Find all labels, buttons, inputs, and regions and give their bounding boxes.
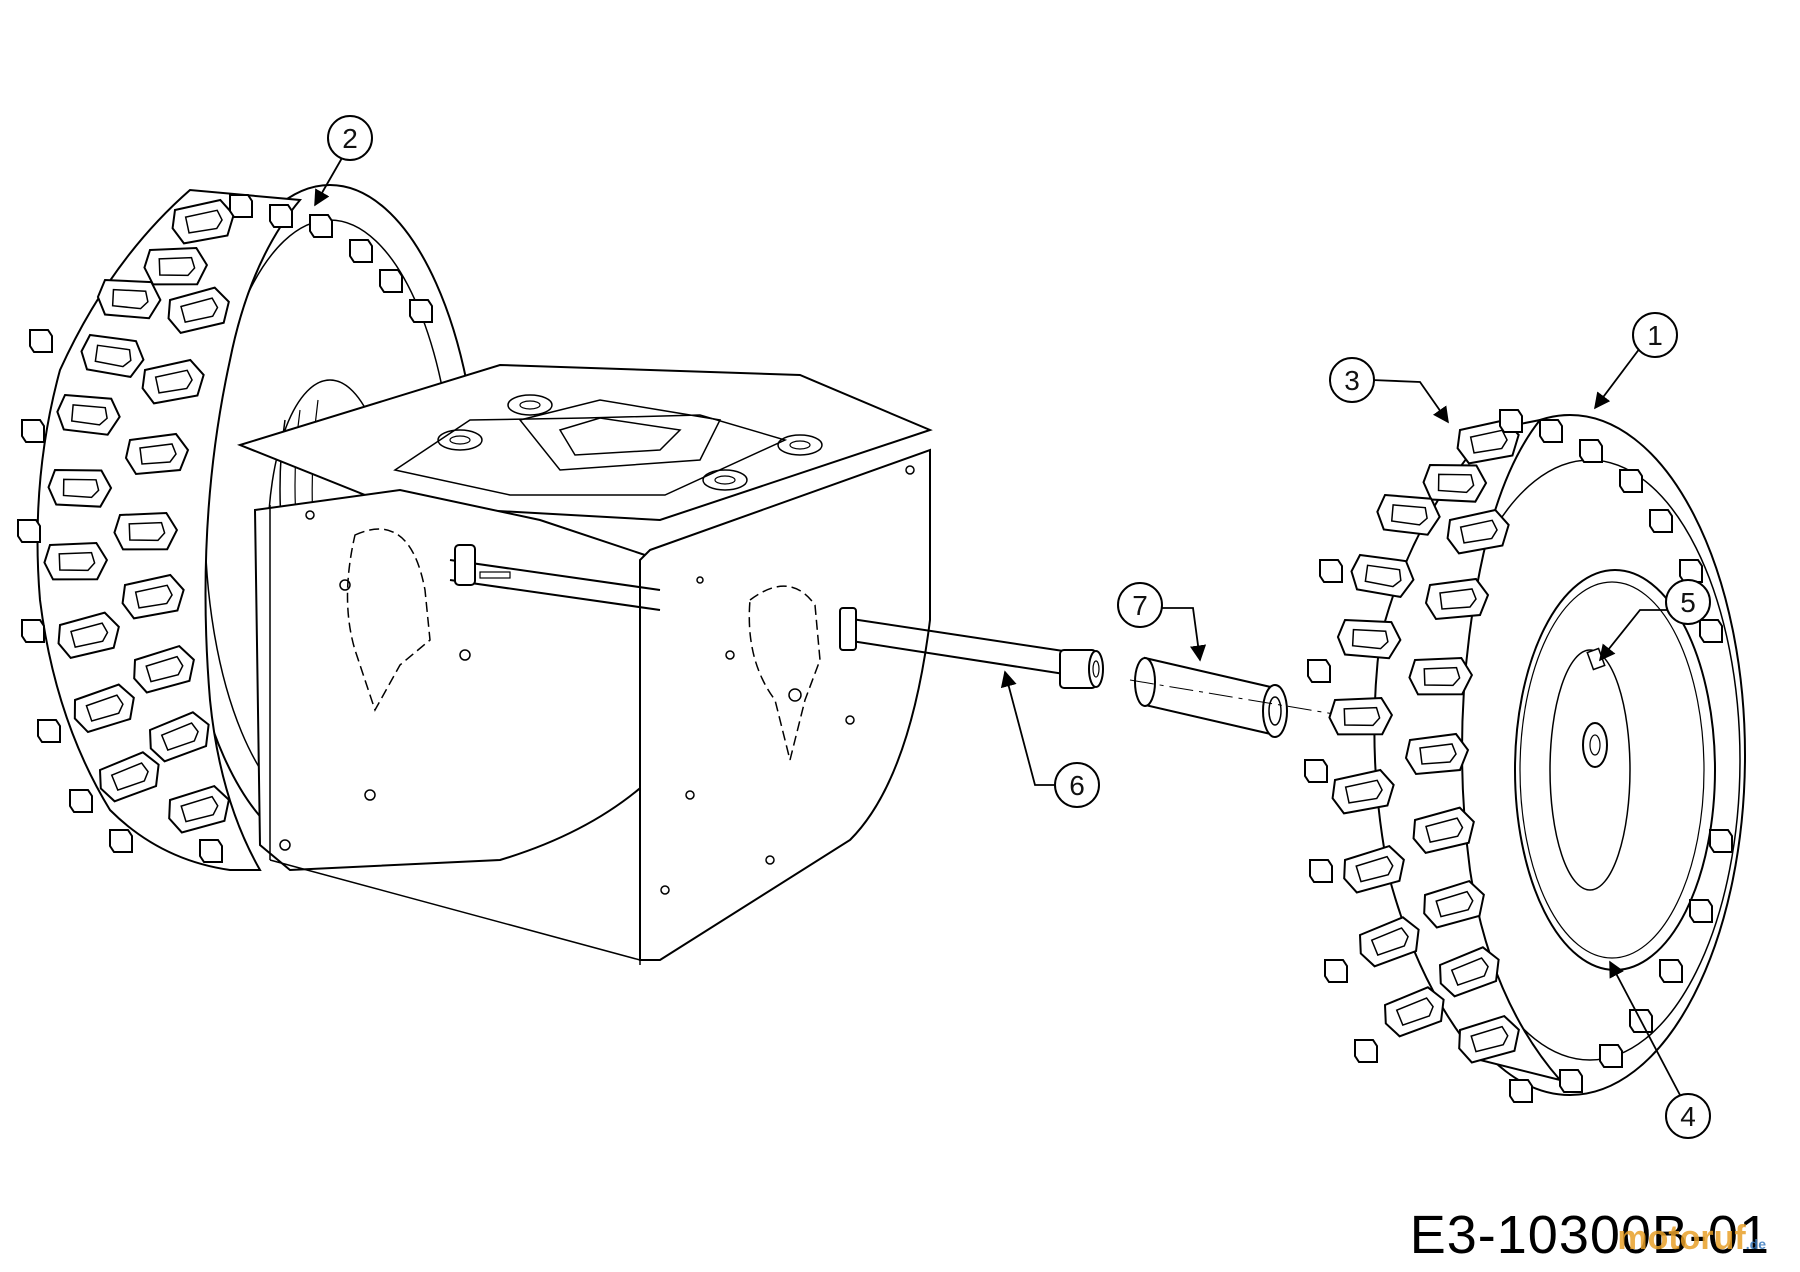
right-wheel: [1304, 409, 1746, 1103]
callout-3: 3: [1329, 357, 1449, 424]
callout-2-label: 2: [342, 123, 358, 154]
callout-5-label: 5: [1680, 587, 1696, 618]
watermark-logo: motoruf.de: [1617, 1219, 1766, 1258]
callout-4-label: 4: [1680, 1101, 1696, 1132]
callout-6: 6: [1000, 670, 1100, 808]
axle-shaft: [449, 544, 1104, 689]
callout-4: 4: [1609, 960, 1711, 1139]
callout-2: 2: [314, 115, 373, 207]
watermark-tld: .de: [1745, 1236, 1766, 1252]
callout-5: 5: [1598, 579, 1711, 662]
spacer-tube: [1129, 656, 1731, 781]
callout-6-label: 6: [1069, 770, 1085, 801]
callout-7-label: 7: [1132, 590, 1148, 621]
callout-1-label: 1: [1647, 320, 1663, 351]
callout-3-label: 3: [1344, 365, 1360, 396]
callout-7: 7: [1117, 582, 1207, 662]
frame-housing: [236, 363, 933, 965]
callout-1: 1: [1594, 312, 1678, 410]
drawing-code: E3-10300B-01: [1409, 1205, 1770, 1265]
watermark-text: motoruf: [1617, 1219, 1746, 1257]
